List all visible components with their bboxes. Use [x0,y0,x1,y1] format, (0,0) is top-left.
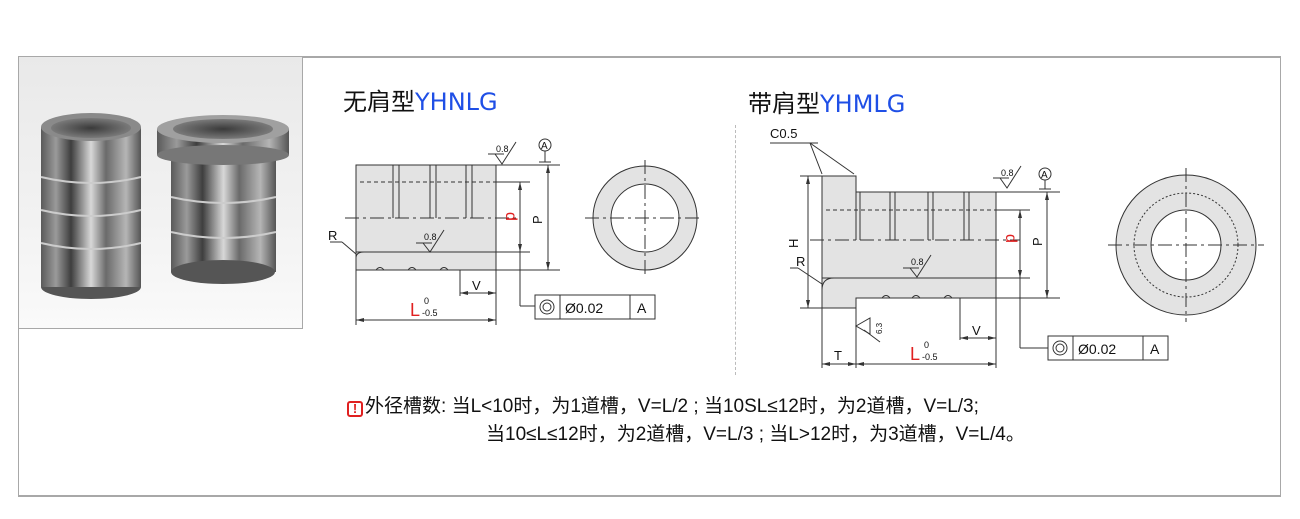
roughness-flange: 6.3 [875,322,884,334]
roughness-bore: 0.8 [424,232,437,242]
roughness-top: 0.8 [1001,168,1014,178]
tolerance-datum: A [1150,341,1160,357]
label-d: d [1002,234,1019,243]
flanged-type-drawing: C0.5 H R T V L 0 -0.5 d P 0.8 0.8 6.3 A … [770,126,1264,368]
groove-lines [392,165,473,218]
roughness-top: 0.8 [496,144,509,154]
straight-type-title: 无肩型YHNLG [343,82,498,117]
product-photo [18,56,303,329]
title-cn: 无肩型 [343,88,415,116]
tolerance-value: Ø0.02 [1078,341,1116,357]
label-p: P [1030,237,1045,246]
label-l-tol-lower: -0.5 [922,352,938,362]
title-code: YHMLG [820,90,906,118]
groove-lines [855,192,970,240]
label-l-tol-upper: 0 [924,340,929,350]
straight-type-drawing: R V L 0 -0.5 d P 0.8 0.8 A Ø0.02 A [328,138,700,325]
tolerance-frame: Ø0.02 A [534,294,656,320]
label-l: L [910,344,920,364]
title-cn: 带肩型 [748,90,820,118]
straight-end-view [585,160,700,276]
note-line-1: 当L<10时，为1道槽，V=L/2 ; 当10SL≤12时，为2道槽，V=L/3… [451,396,979,417]
datum-label: A [1041,170,1048,181]
title-code: YHNLG [415,88,498,116]
label-v: V [472,278,481,293]
label-l: L [410,300,420,320]
datum-label: A [541,141,548,152]
label-p: P [530,215,545,224]
label-l-tol-upper: 0 [424,296,429,306]
label-v: V [972,323,981,338]
flanged-end-view [1108,168,1264,322]
label-d: d [502,212,519,221]
warning-icon: ! [347,401,363,417]
label-t: T [834,348,842,363]
label-l-tol-lower: -0.5 [422,308,438,318]
roughness-bore: 0.8 [911,257,924,267]
flanged-type-title: 带肩型YHMLG [748,84,905,119]
note-label: 外径槽数: [365,396,447,417]
straight-bushing-render [40,113,142,299]
label-r: R [796,254,805,269]
note-line-2: 当10≤L≤12时，为2道槽，V=L/3 ; 当L>12时，为3道槽，V=L/4… [486,424,1025,445]
section-divider [735,125,736,375]
label-r: R [328,228,337,243]
tolerance-datum: A [637,300,647,316]
bushings-render [40,113,289,299]
label-h: H [786,239,801,248]
tolerance-frame: Ø0.02 A [1047,335,1169,361]
flanged-bushing-render [157,115,289,284]
concentricity-icon [1052,340,1068,356]
concentricity-icon [539,299,555,315]
label-chamfer: C0.5 [770,126,797,141]
groove-count-note: !外径槽数: 当L<10时，为1道槽，V=L/2 ; 当10SL≤12时，为2道… [347,393,1025,449]
tolerance-value: Ø0.02 [565,300,603,316]
